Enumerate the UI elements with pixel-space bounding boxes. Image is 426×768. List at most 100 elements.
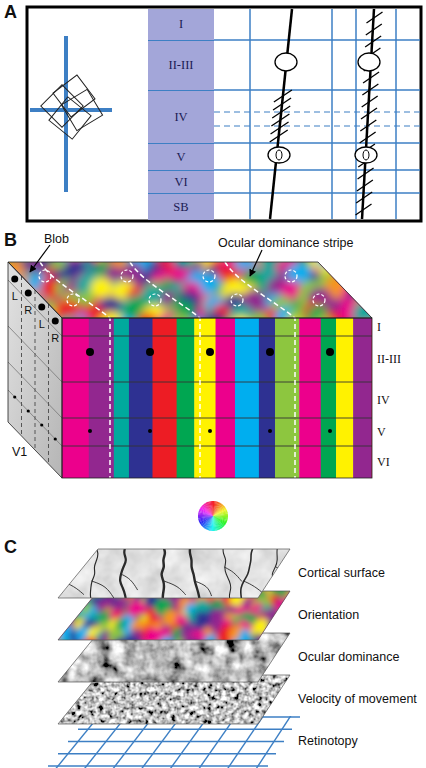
retinotopy-grid — [48, 716, 300, 768]
orientation-patch — [199, 590, 210, 592]
blob-dot — [266, 348, 274, 356]
orientation-patch — [86, 239, 102, 255]
blob-dot — [25, 290, 32, 297]
layer-line — [62, 446, 372, 447]
leader-arrow — [250, 250, 262, 276]
orientation-patch — [58, 640, 71, 642]
blob-dot — [54, 437, 57, 440]
blood-vessel — [162, 548, 165, 600]
layer-line — [62, 418, 372, 419]
orientation-patch — [298, 621, 314, 637]
orientation-patch — [279, 620, 292, 633]
receptive-field-square — [49, 97, 91, 139]
layer-label: SB — [173, 201, 188, 214]
synapse-hatch — [274, 90, 292, 102]
column-line — [331, 9, 333, 219]
orientation-patch — [40, 590, 54, 591]
orientation-patch — [158, 236, 185, 263]
panel-frame — [27, 7, 421, 221]
synapse-hatch — [271, 114, 289, 126]
orientation-patch — [40, 608, 49, 625]
orientation-patch — [365, 254, 389, 278]
orientation-patch — [277, 598, 296, 617]
panel-letter: A — [4, 3, 17, 21]
orientation-patch — [298, 594, 310, 606]
orientation-patch — [0, 296, 9, 315]
blob-dot — [40, 423, 43, 426]
orientation-column — [129, 318, 153, 478]
orientation-patch — [294, 627, 311, 642]
synapse-hatch — [360, 132, 376, 143]
layer-band: IV — [148, 90, 214, 143]
orientation-patch — [352, 268, 372, 288]
blob-dot — [148, 429, 152, 433]
blood-vessel — [90, 548, 97, 600]
orientation-patch — [55, 590, 72, 601]
panel-letter: B — [4, 231, 17, 249]
plane-outline — [58, 675, 290, 724]
orientation-column — [177, 318, 195, 478]
blob-outline — [231, 294, 243, 306]
face-outline — [8, 262, 62, 478]
orientation-patch — [303, 636, 314, 642]
synapse-hatch — [361, 108, 377, 119]
orientation-patch — [40, 640, 45, 642]
ocular-dominance-stripe — [40, 262, 110, 478]
blob-dot — [86, 348, 94, 356]
blob-outline — [203, 270, 215, 282]
blood-vessel — [224, 567, 242, 581]
orientation-column — [336, 318, 354, 478]
map-plane: Cortical surface — [40, 548, 426, 600]
orientation-column — [235, 318, 259, 478]
layer-band: SB — [148, 193, 214, 220]
synapse-hatch — [362, 96, 378, 107]
layer-line — [214, 39, 420, 41]
orientation-patch — [40, 620, 60, 640]
layer-band: V — [148, 143, 214, 170]
wheel-wedge — [213, 516, 219, 530]
orientation-patch — [60, 607, 75, 622]
orientation-column — [321, 318, 337, 478]
blood-vessel — [190, 548, 200, 600]
orientation-patch — [361, 281, 384, 304]
orientation-patch — [299, 590, 316, 593]
orientation-patch — [171, 590, 184, 593]
eye-label: L — [39, 319, 45, 330]
map-label: Ocular dominance — [298, 651, 399, 664]
wheel-wedge — [198, 516, 213, 520]
wheel-wedge — [213, 513, 228, 516]
orientation-patch — [159, 590, 173, 593]
blob-outline — [285, 270, 297, 282]
orientation-patch — [135, 590, 151, 594]
orientation-patch — [301, 590, 315, 599]
synapse-hatch — [356, 192, 372, 203]
leader-arrow — [30, 245, 50, 272]
svg-g — [40, 674, 300, 726]
orientation-patch — [40, 599, 59, 618]
map-label: Cortical surface — [298, 567, 385, 580]
orientation-patch — [0, 274, 8, 298]
layer-label: VI — [377, 456, 390, 468]
blob-dot — [208, 429, 212, 433]
layer-label: V — [377, 426, 386, 438]
orientation-patch — [81, 590, 96, 591]
orientation-patch — [286, 598, 300, 612]
orientation-patch — [229, 590, 242, 595]
orientation-patch — [219, 248, 235, 264]
orientation-patch — [68, 237, 86, 255]
orientation-patch — [40, 629, 44, 642]
orientation-patch — [40, 590, 43, 598]
orientation-patch — [70, 590, 88, 595]
ocular-dominance-texture — [40, 632, 300, 684]
synapse-hatch — [270, 130, 288, 142]
blood-vessel — [53, 548, 69, 600]
layer-label: V — [176, 151, 185, 164]
blob-outline — [149, 294, 161, 306]
grid-line — [68, 741, 284, 742]
orientation-patch — [385, 296, 401, 312]
orientation-patch — [43, 598, 58, 613]
orientation-column — [259, 318, 276, 478]
orientation-patch — [378, 281, 405, 308]
wheel-wedge — [213, 512, 228, 516]
wheel-wedge — [212, 501, 214, 516]
